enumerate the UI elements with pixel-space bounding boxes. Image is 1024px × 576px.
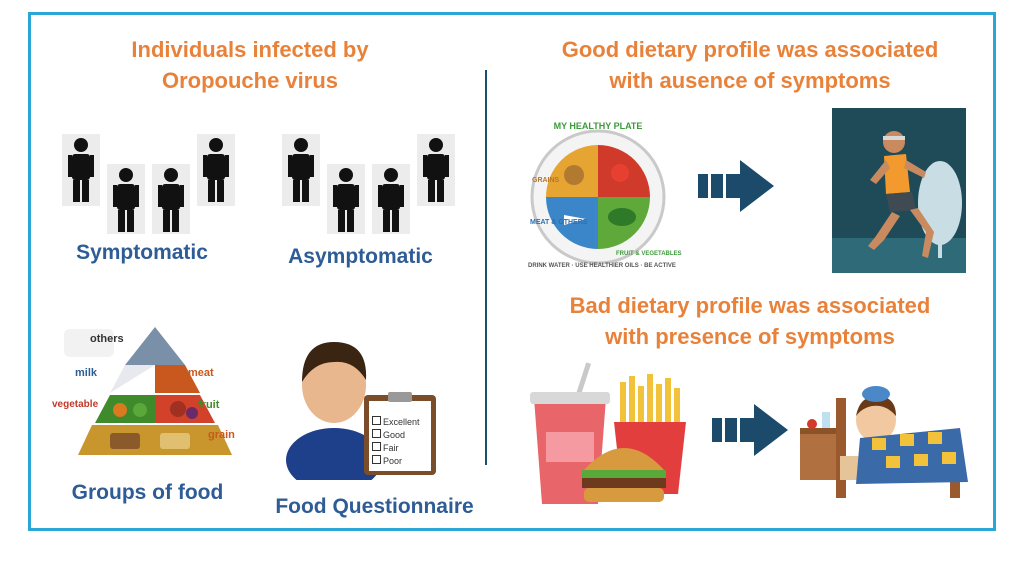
pyramid-label-meat: meat (188, 367, 214, 379)
fast-food-illustration (530, 362, 686, 504)
checkbox-icon (372, 455, 381, 464)
center-divider (485, 70, 487, 465)
asymptomatic-people-illustration (282, 134, 455, 234)
arrow-right-icon (698, 160, 774, 212)
pyramid-label-grain: grain (208, 429, 235, 441)
arrow-right-icon (712, 404, 788, 456)
pyramid-label-others: others (90, 333, 124, 345)
plate-footer: DRINK WATER · USE HEALTHIER OILS · BE AC… (528, 263, 676, 269)
food-questionnaire-label: Food Questionnaire (275, 495, 474, 518)
questionnaire-options: Excellent Good Fair Poor (372, 416, 420, 468)
good-profile-title: Good dietary profile was associated with… (515, 34, 985, 96)
bad-profile-title: Bad dietary profile was associated with … (515, 290, 985, 352)
pyramid-label-vegetable: vegetable (52, 399, 99, 410)
plate-footer-water: DRINK WATER (528, 263, 570, 269)
option-fair: Fair (372, 442, 420, 455)
plate-section-meat: MEAT & OTHERS (530, 219, 588, 226)
questionnaire-illustration: Excellent Good Fair Poor (282, 330, 442, 480)
plate-section-fruit-veg: FRUIT & VEGETABLES (616, 251, 682, 257)
plate-title: MY HEALTHY PLATE (553, 121, 643, 131)
option-good: Good (372, 429, 420, 442)
checkbox-icon (372, 442, 381, 451)
pyramid-label-fruit: fruit (198, 399, 220, 411)
sick-child-illustration (800, 386, 968, 498)
plate-footer-oils: USE HEALTHIER OILS (575, 263, 639, 269)
checkbox-icon (372, 429, 381, 438)
symptomatic-label: Symptomatic (76, 241, 208, 264)
plate-section-grains: GRAINS (532, 177, 560, 184)
good-profile-line2: with ausence of symptoms (609, 68, 891, 93)
left-title-line2: Oropouche virus (161, 68, 339, 93)
content-frame (28, 12, 996, 531)
bad-profile-line2: with presence of symptoms (605, 324, 895, 349)
checkbox-icon (372, 416, 381, 425)
groups-of-food-label: Groups of food (71, 481, 224, 504)
healthy-plate: MY HEALTHY PLATE GRAINS FRUIT & VEGETABL… (528, 115, 682, 275)
symptomatic-people-illustration (62, 134, 235, 234)
bad-profile-line1: Bad dietary profile was associated (569, 293, 931, 318)
option-poor: Poor (372, 455, 420, 468)
runner-illustration (832, 108, 966, 273)
plate-footer-active: BE ACTIVE (644, 263, 676, 269)
pyramid-label-milk: milk (75, 367, 98, 379)
food-pyramid: others milk meat vegetable fruit grain (50, 325, 235, 460)
left-title: Individuals infected by Oropouche virus (90, 34, 410, 96)
asymptomatic-label: Asymptomatic (288, 245, 433, 268)
good-profile-line1: Good dietary profile was associated (561, 37, 939, 62)
option-excellent: Excellent (372, 416, 420, 429)
left-title-line1: Individuals infected by (131, 37, 369, 62)
